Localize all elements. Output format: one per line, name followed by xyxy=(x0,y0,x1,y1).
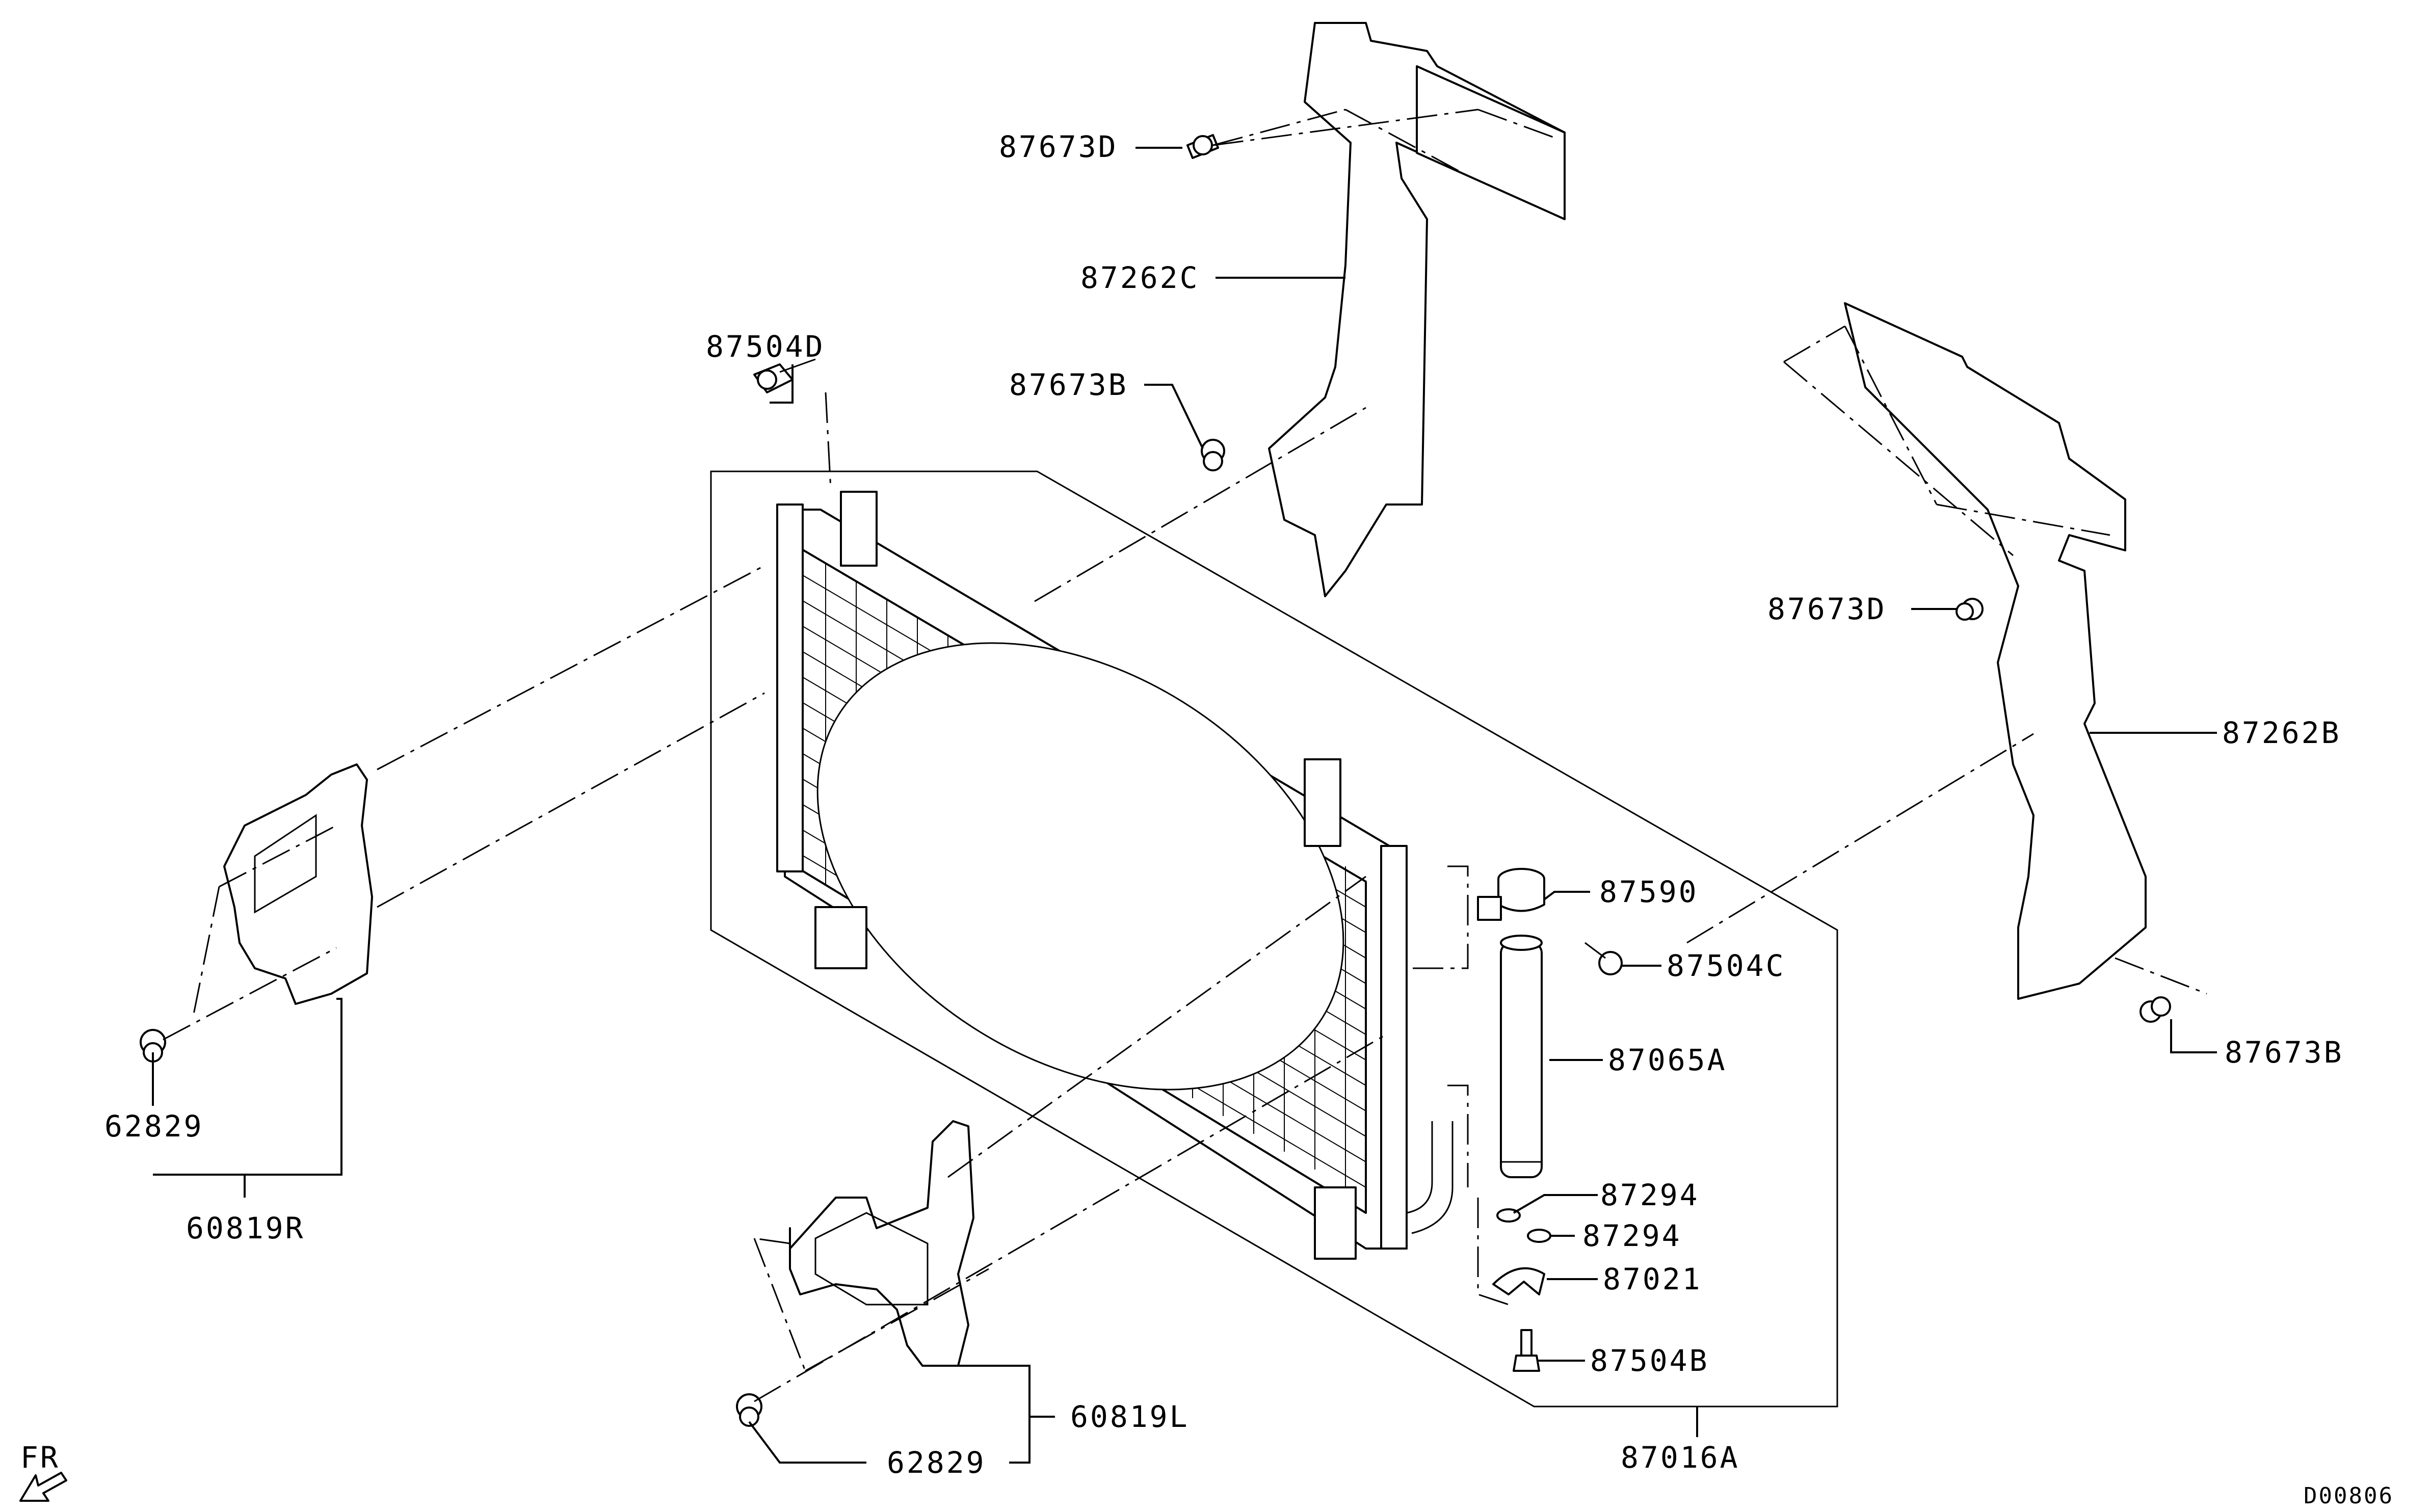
label-87504C: 87504C xyxy=(1667,948,1786,983)
label-87294-a: 87294 xyxy=(1600,1178,1700,1212)
condenser-assembly-outline xyxy=(710,470,1838,1408)
label-87021: 87021 xyxy=(1603,1262,1702,1296)
diagram-code: D00806 xyxy=(2304,1483,2394,1509)
clip-87673D-top xyxy=(1186,134,1219,159)
fr-label: FR xyxy=(20,1440,60,1475)
condenser-core xyxy=(776,491,1454,1260)
air-guide-87262B xyxy=(1844,302,2147,1000)
label-87673B-left: 87673B xyxy=(1009,367,1128,402)
label-60819R: 60819R xyxy=(186,1211,305,1245)
splash-shield-60819L xyxy=(789,1120,974,1367)
o-ring-87294-b xyxy=(1527,1229,1551,1243)
front-direction-marker: FR xyxy=(19,1440,67,1502)
alignment-lines xyxy=(163,109,2207,1402)
front-arrow-icon xyxy=(19,1472,67,1502)
label-87673B-right: 87673B xyxy=(2225,1035,2344,1070)
clip-87673D-right xyxy=(1956,598,1984,621)
label-87262B: 87262B xyxy=(2222,715,2341,750)
leader-lines xyxy=(152,147,2217,1464)
label-87590: 87590 xyxy=(1599,874,1699,909)
label-87673D-right: 87673D xyxy=(1767,592,1887,626)
label-87016A: 87016A xyxy=(1621,1440,1740,1475)
bolt-87504B xyxy=(1513,1329,1540,1372)
splash-shield-60819R xyxy=(223,763,373,1005)
bolt-87504C xyxy=(1584,942,1623,975)
label-62829-left: 62829 xyxy=(104,1109,204,1144)
label-60819L: 60819L xyxy=(1070,1399,1190,1434)
label-87673D-top: 87673D xyxy=(999,129,1118,164)
label-87294-b: 87294 xyxy=(1582,1218,1682,1253)
air-guide-87262C xyxy=(1268,22,1566,597)
bolt-87504D xyxy=(753,358,816,393)
clip-87673B-left xyxy=(1201,439,1225,471)
receiver-dryer-87065A xyxy=(1500,935,1543,1178)
label-87262C: 87262C xyxy=(1080,260,1200,295)
clip-87021 xyxy=(1492,1267,1545,1295)
clip-87673B-right xyxy=(2140,996,2171,1023)
label-87065A: 87065A xyxy=(1608,1043,1727,1077)
label-62829-bottom: 62829 xyxy=(887,1445,986,1480)
label-87504B: 87504B xyxy=(1590,1343,1709,1378)
label-87504D: 87504D xyxy=(706,329,825,364)
bracket-87590 xyxy=(1477,868,1545,921)
